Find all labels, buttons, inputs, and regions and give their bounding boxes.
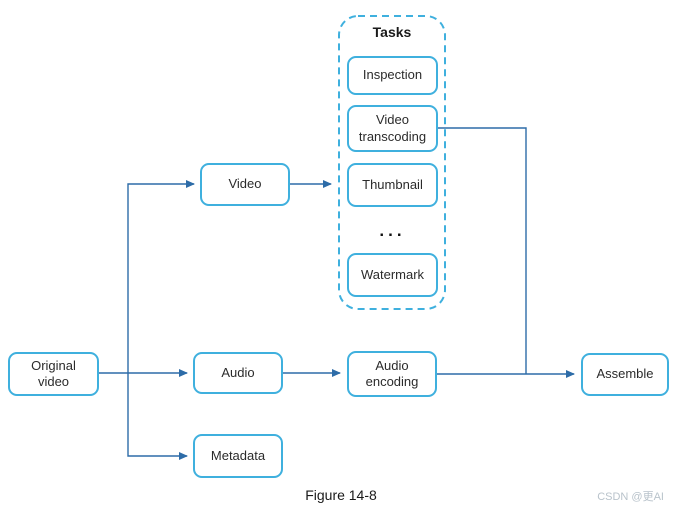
node-video-transcoding: Video transcoding — [347, 105, 438, 152]
node-video: Video — [200, 163, 290, 206]
node-metadata: Metadata — [193, 434, 283, 478]
node-inspection: Inspection — [347, 56, 438, 95]
tasks-group-title: Tasks — [372, 24, 412, 40]
figure-caption: Figure 14-8 — [305, 487, 377, 503]
node-original-video: Original video — [8, 352, 99, 396]
node-assemble: Assemble — [581, 353, 669, 396]
node-audio: Audio — [193, 352, 283, 394]
tasks-ellipsis: ... — [379, 221, 406, 240]
csdn-watermark: CSDN @更AI — [597, 491, 664, 503]
node-thumbnail: Thumbnail — [347, 163, 438, 207]
node-watermark: Watermark — [347, 253, 438, 297]
node-audio-encoding: Audio encoding — [347, 351, 437, 397]
